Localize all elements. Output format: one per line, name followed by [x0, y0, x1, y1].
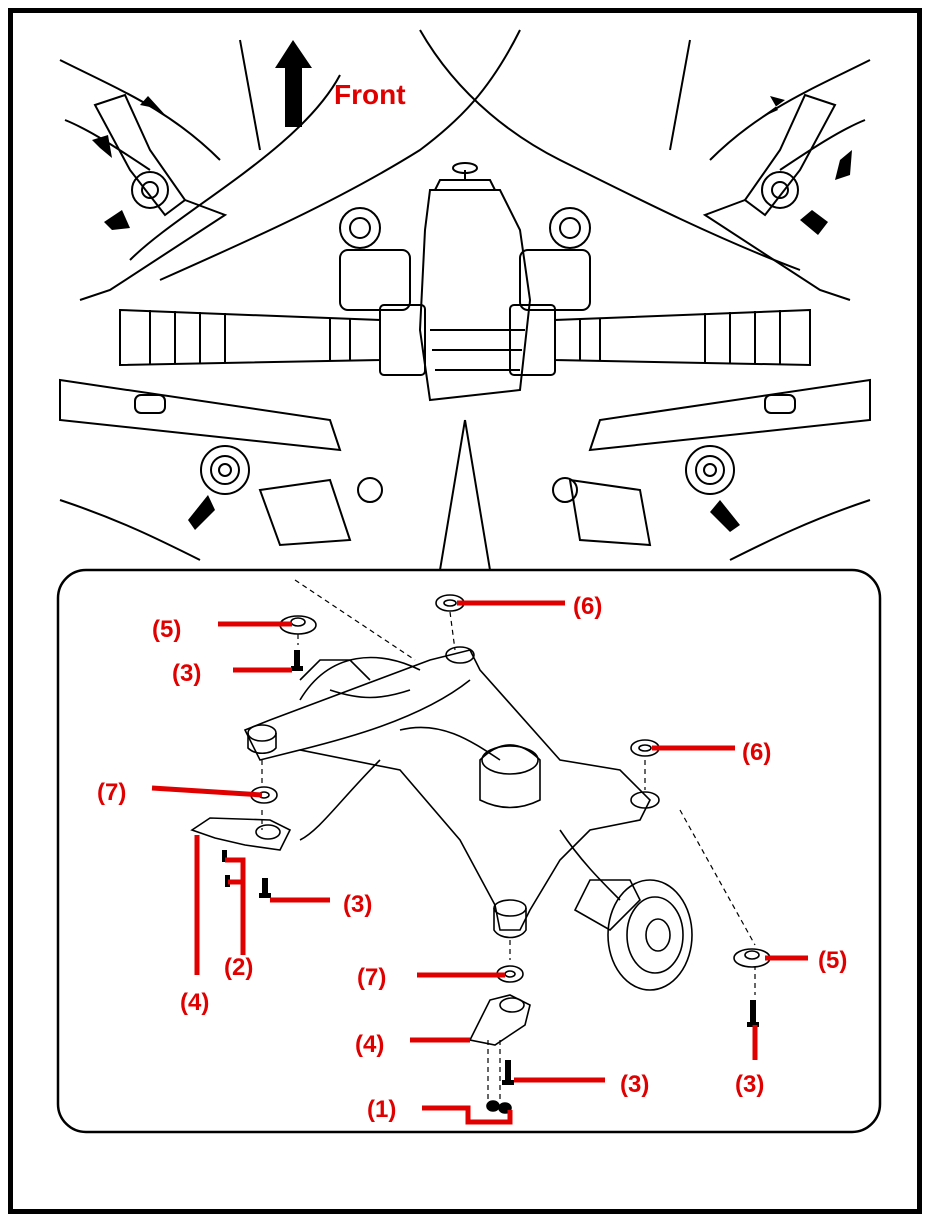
subframe-exploded-illustration [190, 579, 771, 1114]
arrow-icon [188, 495, 215, 530]
callout-2: (2) [224, 954, 253, 981]
callout-5-right: (5) [818, 947, 847, 974]
callout-1: (1) [367, 1096, 396, 1123]
callout-6-right: (6) [742, 739, 771, 766]
arrow-icon [140, 96, 168, 118]
callout-7-left: (7) [97, 779, 126, 806]
callout-6-top: (6) [573, 593, 602, 620]
callout-3-right: (3) [735, 1071, 764, 1098]
arrow-icon [104, 210, 130, 230]
arrow-icon [92, 135, 112, 158]
top-overview-illustration [59, 29, 871, 571]
arrow-icon [800, 210, 828, 235]
callout-leader-lines [151, 600, 808, 1125]
arrow-icon [835, 150, 852, 180]
callout-5-left: (5) [152, 616, 181, 643]
callout-3-upper-left: (3) [172, 660, 201, 687]
callout-4-left: (4) [180, 989, 209, 1016]
callout-3-middle-left: (3) [343, 891, 372, 918]
callout-4-bottom: (4) [355, 1031, 384, 1058]
arrow-icon [710, 500, 740, 532]
arrow-icon [760, 96, 785, 118]
front-arrow-icon [275, 40, 312, 127]
callout-7-bottom: (7) [357, 964, 386, 991]
callout-3-bottom: (3) [620, 1071, 649, 1098]
front-label: Front [334, 79, 406, 110]
exploded-view-panel [56, 568, 882, 1134]
